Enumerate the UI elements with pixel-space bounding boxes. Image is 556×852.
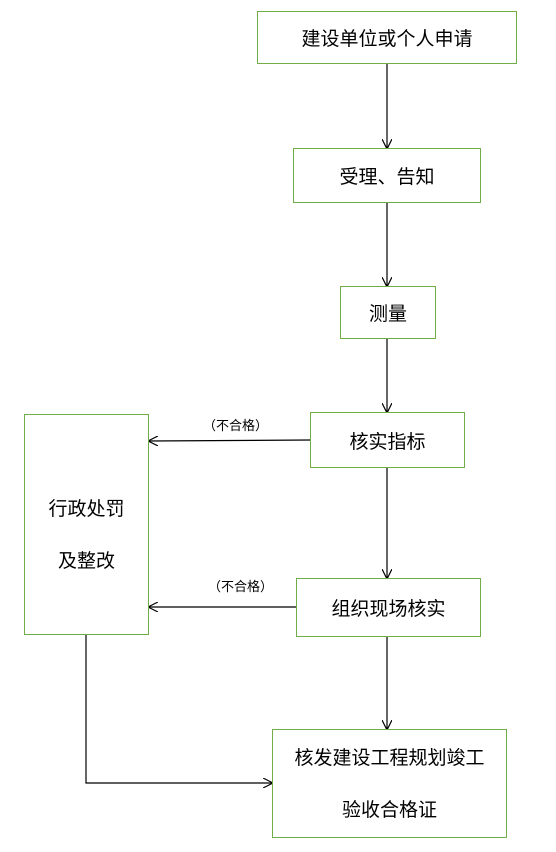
node-site-check: 组织现场核实 <box>296 578 481 637</box>
node-certificate-label-line2: 验收合格证 <box>341 798 437 821</box>
edge-label-fail-verify: （不合格） <box>203 419 269 434</box>
node-accept: 受理、告知 <box>293 148 481 203</box>
node-verify-index-label: 核实指标 <box>349 430 426 453</box>
node-penalty-label-line2: 及整改 <box>57 550 115 572</box>
node-penalty-label-line1: 行政处罚 <box>48 498 125 520</box>
node-accept-label: 受理、告知 <box>339 166 435 188</box>
node-verify-index: 核实指标 <box>310 412 465 468</box>
arrow-penalty-to-certificate <box>85 635 272 783</box>
node-survey-label: 测量 <box>368 303 407 325</box>
node-certificate-label-line1: 核发建设工程规划竣工 <box>294 746 485 769</box>
node-penalty: 行政处罚 及整改 <box>24 414 149 635</box>
node-apply: 建设单位或个人申请 <box>257 11 517 64</box>
edge-label-fail-site: （不合格） <box>208 580 274 595</box>
arrow-verify-to-penalty <box>149 440 311 441</box>
node-site-check-label: 组织现场核实 <box>331 598 446 620</box>
node-certificate: 核发建设工程规划竣工 验收合格证 <box>272 729 507 838</box>
node-survey: 测量 <box>340 286 436 339</box>
node-apply-label: 建设单位或个人申请 <box>301 28 473 50</box>
